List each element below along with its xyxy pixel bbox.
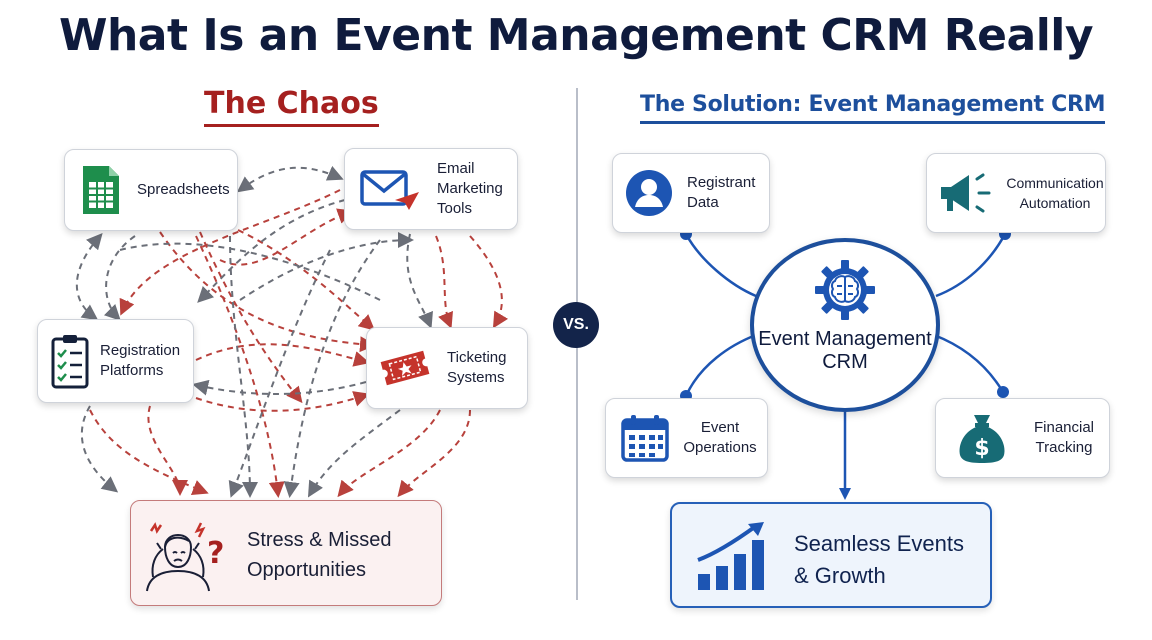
svg-text:?: ? [207,536,224,571]
growth-outcome-box: Seamless Events & Growth [670,502,992,608]
crm-hub-label: Event Management CRM [758,328,932,373]
spreadsheets-card: Spreadsheets [64,149,238,231]
email-marketing-card: Email Marketing Tools [344,148,518,230]
communication-card: Communication Automation [926,153,1106,233]
stressed-person-icon: ? [146,522,224,592]
financial-tracking-card: $ Financial Tracking [935,398,1110,478]
ticketing-label: Ticketing Systems [447,349,507,386]
page-title: What Is an Event Management CRM Really [58,10,1094,61]
spreadsheet-icon [83,166,119,214]
chaos-connectors [75,165,509,498]
email-marketing-label: Email Marketing Tools [437,160,503,217]
registration-label: Registration Platforms [100,342,181,379]
ticket-icon [380,350,430,386]
calendar-icon [621,415,669,462]
spreadsheets-label: Spreadsheets [137,181,230,198]
event-operations-label: Event Operations [683,419,757,456]
financial-tracking-label: Financial Tracking [1033,419,1095,456]
growth-chart-icon [697,522,764,590]
clipboard-checklist-icon [51,335,89,389]
event-operations-card: Event Operations [605,398,768,478]
megaphone-icon [941,173,991,213]
registrant-data-card: Registrant Data [612,153,770,233]
user-icon [626,170,672,216]
communication-label: Communication Automation [1006,175,1104,211]
crm-hub: Event Management CRM [750,238,940,412]
registration-card: Registration Platforms [37,319,194,403]
money-bag-icon: $ [959,415,1005,463]
svg-text:$: $ [974,436,989,461]
vs-badge: VS. [553,302,599,348]
chaos-heading: The Chaos [204,86,379,127]
stress-outcome-label: Stress & Missed Opportunities [247,529,392,581]
registrant-data-label: Registrant Data [687,174,756,211]
solution-heading: The Solution: Event Management CRM [640,92,1106,124]
stress-outcome-box: ? Stress & Missed Opportunities [130,500,442,606]
growth-outcome-label: Seamless Events & Growth [794,531,964,588]
brain-gear-icon [815,260,875,320]
email-icon [360,170,419,210]
ticketing-card: Ticketing Systems [366,327,528,409]
